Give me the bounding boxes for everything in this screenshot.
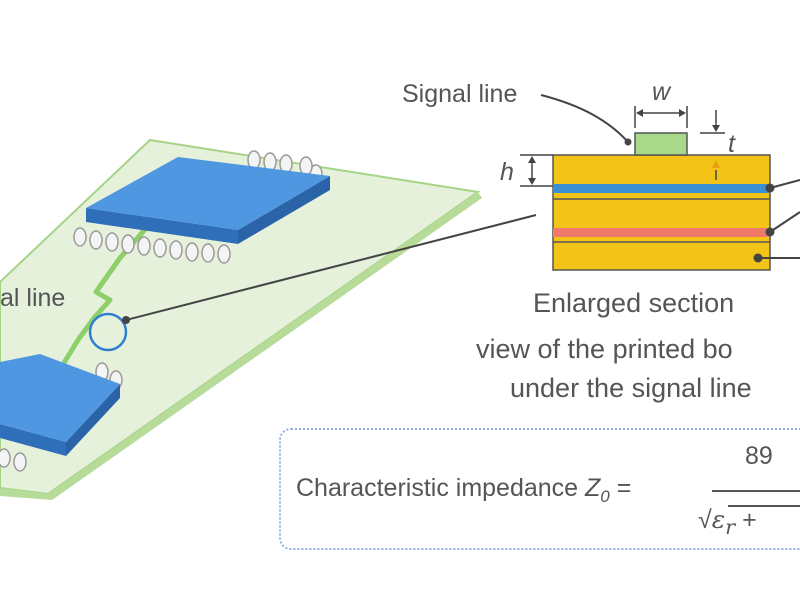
formula-epsilon: ε [711, 505, 726, 534]
signal-line-conductor [634, 132, 688, 156]
cross-section [552, 132, 771, 271]
formula-numerator: 89 [745, 442, 773, 470]
w-label: w [652, 78, 672, 106]
signal-trace [59, 223, 151, 369]
formula-sqrt-sign: √ [698, 506, 712, 534]
upper-chip [86, 157, 330, 244]
pcb-board-edge-bottom [0, 488, 52, 500]
h-label: h [500, 158, 514, 186]
formula-den-rest: + [735, 506, 757, 534]
formula-sqrt-bar [728, 505, 800, 507]
height-dimension [520, 154, 553, 187]
t-label: t [728, 130, 736, 158]
width-dimension [634, 106, 688, 128]
lower-chip [0, 354, 120, 456]
caption-line-3: under the signal line [510, 373, 752, 403]
caption-line-1: Enlarged section [533, 288, 734, 318]
upper-chip-pins [73, 150, 323, 264]
connector-line [125, 214, 537, 321]
caption-line-2: view of the printed bo [476, 334, 733, 364]
formula-denominator: √εr + [698, 505, 800, 539]
layer-pointers [753, 179, 800, 263]
formula-z: Z [585, 474, 601, 502]
thickness-dimension [700, 110, 725, 180]
signal-line-top-label: Signal line [402, 80, 517, 108]
signal-line-leader-dot [624, 138, 632, 146]
formula-fraction-line [712, 490, 800, 492]
pcb-board-edge [48, 192, 482, 500]
formula-equals: = [609, 474, 632, 502]
connector-dot [122, 316, 130, 324]
formula-z-sub: 0 [600, 487, 610, 506]
formula-box [279, 428, 800, 550]
formula-prefix: Characteristic impedance [296, 474, 586, 502]
magnifier-circle [88, 312, 128, 352]
formula-label: Characteristic impedance Z0 = [296, 474, 631, 507]
signal-line-left-label: al line [0, 284, 65, 312]
signal-line-leader [540, 94, 629, 143]
formula-epsilon-sub: r [725, 515, 736, 539]
